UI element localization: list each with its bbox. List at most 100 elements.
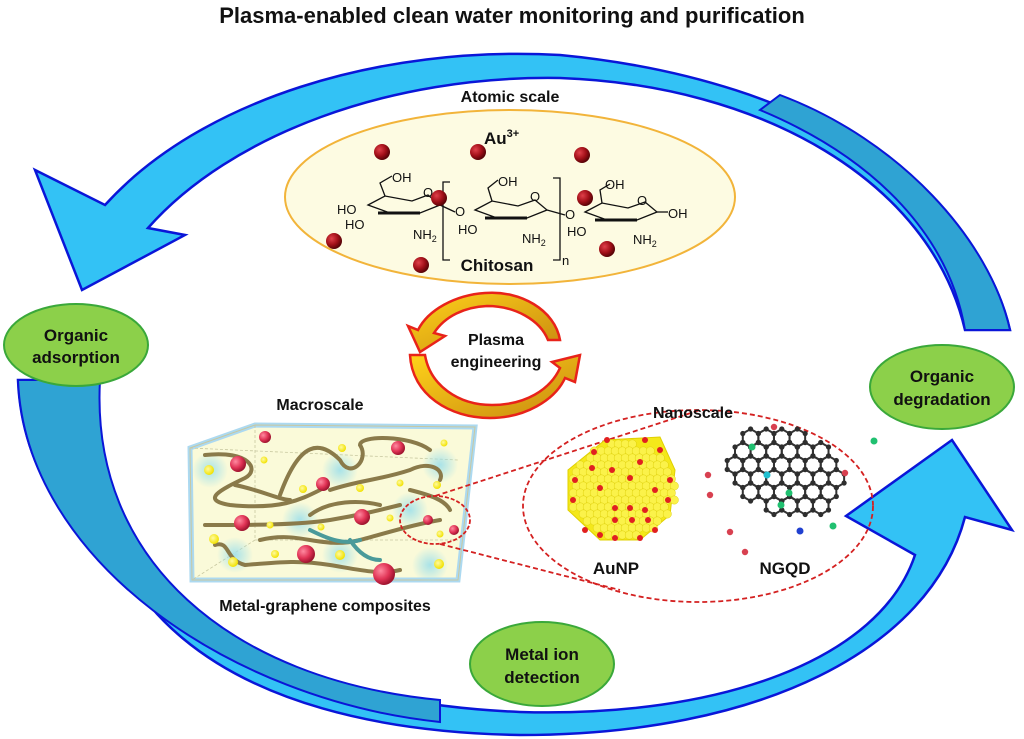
carbon-atom bbox=[732, 471, 738, 477]
carbon-atom bbox=[755, 466, 761, 473]
chitosan-groups: OH HO HO O NH2 O OH O HO NH2 n O OH O OH… bbox=[337, 170, 688, 268]
au-ions bbox=[326, 144, 615, 273]
carbon-atom bbox=[786, 511, 793, 518]
oxygen-atom bbox=[704, 471, 712, 479]
carbon-atom bbox=[802, 457, 808, 464]
oxygen-atom bbox=[841, 469, 849, 477]
au-ion-sphere bbox=[374, 144, 390, 160]
carbon-atom bbox=[794, 498, 800, 504]
carbon-atom bbox=[779, 444, 785, 450]
carbon-atom bbox=[786, 430, 793, 437]
carbon-atom bbox=[786, 457, 793, 464]
group-nh2: NH2 bbox=[633, 232, 657, 249]
plasma-label-line2: engineering bbox=[451, 354, 542, 371]
metal-yellow-spheres bbox=[204, 439, 448, 569]
carbon-atom bbox=[755, 457, 761, 464]
carbon-atom bbox=[802, 430, 808, 437]
carbon-atom bbox=[818, 439, 824, 446]
macroscale-heading: Macroscale bbox=[276, 397, 363, 414]
surface-atom bbox=[652, 527, 658, 533]
oxygen-atom bbox=[741, 548, 749, 556]
nitrogen-atom bbox=[829, 522, 837, 530]
surface-atom bbox=[627, 475, 633, 481]
surface-atom bbox=[642, 437, 648, 443]
node-label-line1: Organic bbox=[910, 367, 974, 386]
au-ion-sphere bbox=[470, 144, 486, 160]
surface-atom bbox=[589, 465, 595, 471]
au-ion-sphere bbox=[577, 190, 593, 206]
carbon-atom bbox=[794, 480, 800, 486]
carbon-atom bbox=[771, 466, 777, 473]
carbon-atom bbox=[802, 511, 808, 518]
carbon-atom bbox=[825, 444, 832, 450]
surface-atom bbox=[612, 505, 618, 511]
group-nh2: NH2 bbox=[413, 227, 437, 244]
carbon-atom bbox=[833, 484, 839, 491]
carbon-atom bbox=[779, 453, 785, 459]
node-organic-adsorption: Organic adsorption bbox=[3, 303, 149, 387]
node-organic-degradation: Organic degradation bbox=[869, 344, 1015, 430]
carbon-atom bbox=[747, 453, 754, 459]
zoom-connector-line bbox=[439, 543, 621, 591]
carbon-atom bbox=[755, 493, 761, 500]
surface-atom bbox=[645, 517, 651, 523]
group-oh: OH bbox=[498, 174, 518, 189]
graphene-ropes bbox=[203, 436, 452, 575]
carbon-atom bbox=[825, 498, 832, 504]
carbon-atom bbox=[771, 430, 777, 437]
carbon-atom bbox=[818, 457, 824, 464]
carbon-atom bbox=[818, 493, 824, 500]
carbon-atom bbox=[747, 471, 754, 477]
surface-atom bbox=[570, 497, 576, 503]
oxygen-atom bbox=[706, 491, 714, 499]
carbon-atom bbox=[732, 444, 738, 450]
cycle-arrow-top-tail bbox=[758, 93, 1012, 331]
carbon-atom bbox=[802, 484, 808, 491]
carbon-atom bbox=[825, 471, 832, 477]
ngqd-label: NGQD bbox=[760, 559, 811, 578]
atomic-scale-heading: Atomic scale bbox=[461, 89, 560, 106]
atomic-scale-ellipse bbox=[284, 109, 736, 285]
composite-caption: Metal-graphene composites bbox=[219, 598, 431, 615]
carbon-atom bbox=[724, 457, 730, 464]
chitosan-label: Chitosan bbox=[461, 256, 534, 275]
nitrogen-atom bbox=[763, 471, 771, 479]
carbon-atom bbox=[825, 453, 832, 459]
carbon-atom bbox=[794, 507, 800, 513]
group-o: O bbox=[530, 189, 540, 204]
cycle-arrow-bottom-dark bbox=[16, 379, 441, 724]
surface-atom bbox=[609, 467, 615, 473]
aunp-label: AuNP bbox=[593, 559, 639, 578]
group-ho: HO bbox=[337, 202, 357, 217]
carbon-atom bbox=[810, 453, 816, 459]
carbon-atom bbox=[747, 426, 754, 432]
carbon-atom bbox=[763, 453, 769, 459]
group-ho: HO bbox=[567, 224, 587, 239]
group-ho: HO bbox=[458, 222, 478, 237]
carbon-atom bbox=[740, 484, 746, 491]
carbon-atom bbox=[794, 426, 800, 432]
surface-atom bbox=[604, 437, 610, 443]
repeat-subscript: n bbox=[562, 253, 569, 268]
carbon-atom bbox=[732, 453, 738, 459]
carbon-atom bbox=[779, 507, 785, 513]
aunp-nanoparticle bbox=[567, 436, 679, 541]
surface-atom bbox=[657, 447, 663, 453]
group-oh: OH bbox=[605, 177, 625, 192]
group-oh: OH bbox=[392, 170, 412, 185]
surface-atom bbox=[612, 517, 618, 523]
carbon-atom bbox=[740, 493, 746, 500]
surface-atom bbox=[612, 535, 618, 541]
carbon-atom bbox=[786, 439, 793, 446]
node-label-line2: detection bbox=[504, 668, 580, 687]
carbon-atom bbox=[825, 507, 832, 513]
surface-atom bbox=[582, 527, 588, 533]
ngqd-quantum-dot bbox=[704, 423, 878, 556]
gold-atom bbox=[669, 495, 679, 505]
carbon-atom bbox=[833, 457, 839, 464]
carbon-ring bbox=[811, 495, 830, 516]
au-ion-sphere bbox=[599, 241, 615, 257]
carbon-atom bbox=[802, 493, 808, 500]
au-ion-sphere bbox=[326, 233, 342, 249]
